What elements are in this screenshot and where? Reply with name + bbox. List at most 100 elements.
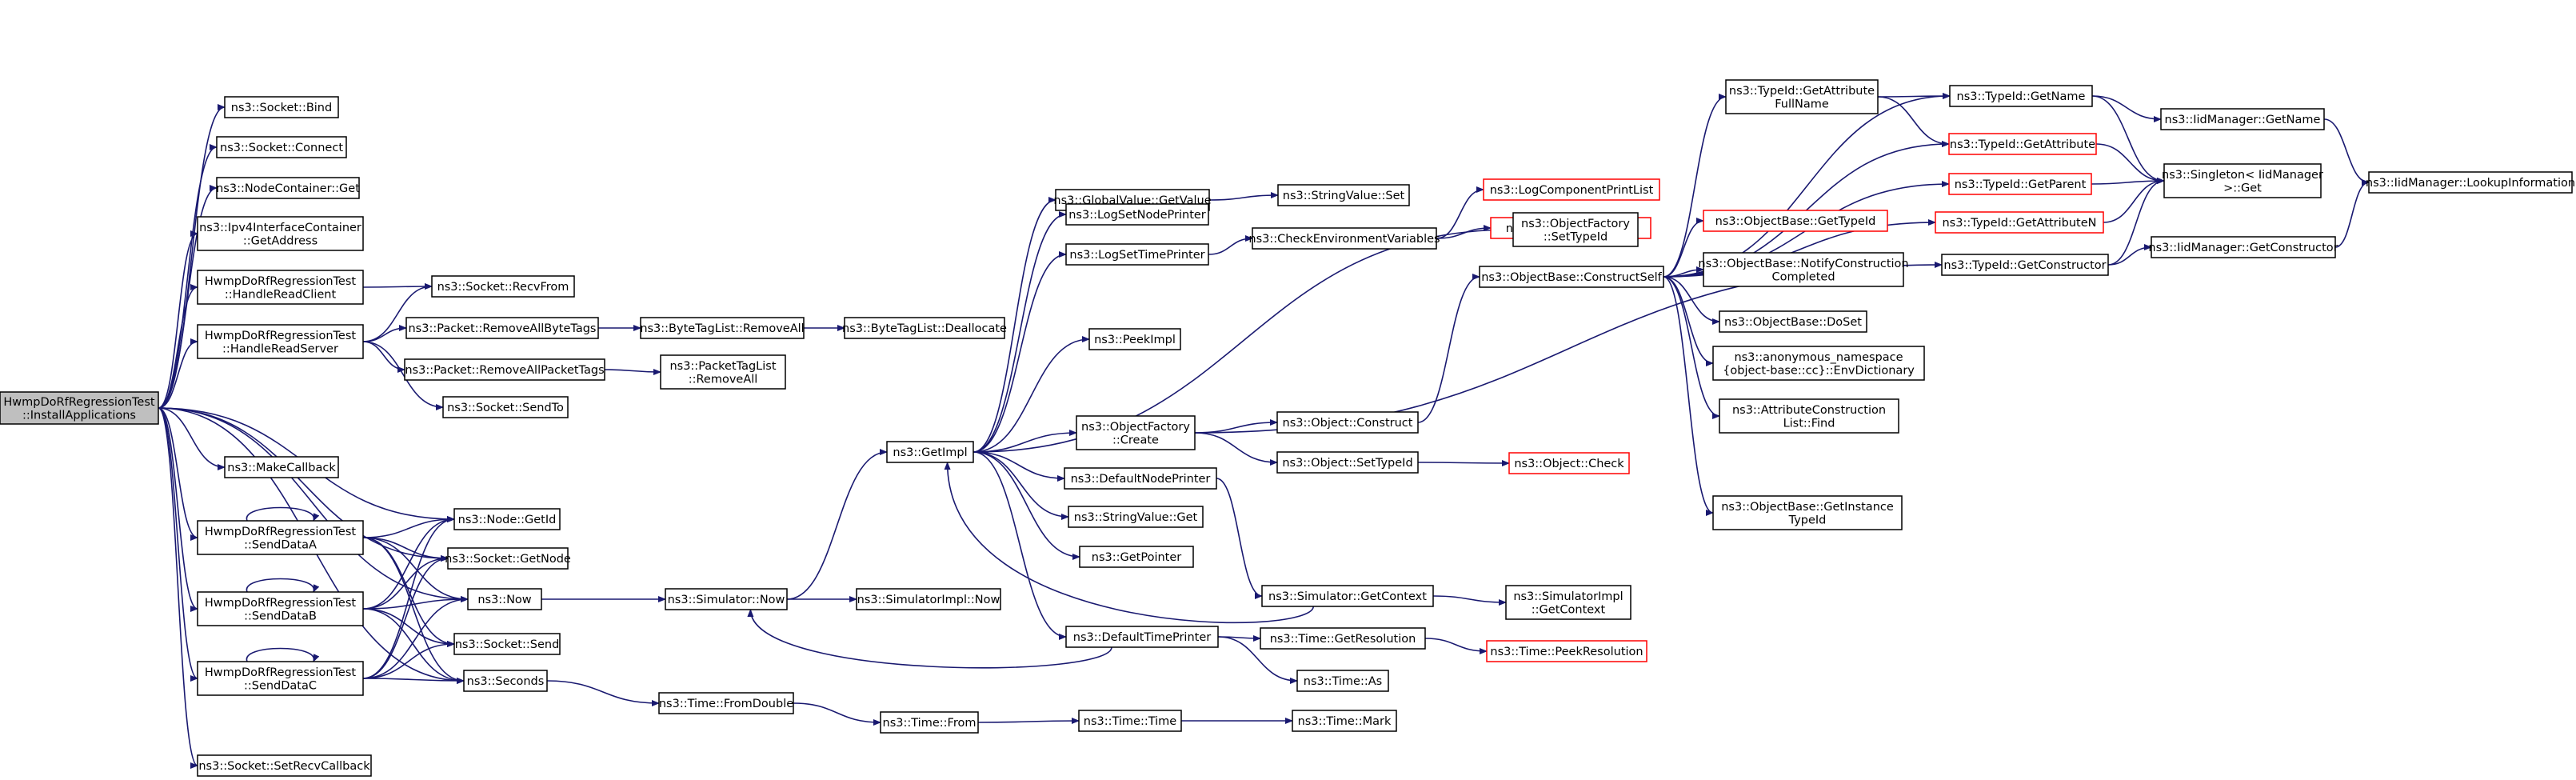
node-label: ns3::Time::GetResolution <box>1270 633 1416 646</box>
node-peekimpl[interactable]: ns3::PeekImpl <box>1088 328 1181 350</box>
node-handleserver[interactable]: HwmpDoRfRegressionTest::HandleReadServer <box>197 324 364 359</box>
node-ptl_removeall[interactable]: ns3::PacketTagList::RemoveAll <box>660 354 786 390</box>
node-root[interactable]: HwmpDoRfRegressionTest::InstallApplicati… <box>0 391 159 425</box>
node-btl_dealloc[interactable]: ns3::ByteTagList::Deallocate <box>842 317 1007 339</box>
node-iid_getname[interactable]: ns3::IidManager::GetName <box>2160 108 2325 130</box>
call-edge-senddataa-to-senddataa <box>246 506 320 522</box>
node-sv_get[interactable]: ns3::StringValue::Get <box>1068 506 1204 528</box>
node-label: ns3::ByteTagList::Deallocate <box>842 322 1007 335</box>
node-logsetnode[interactable]: ns3::LogSetNodePrinter <box>1065 203 1209 226</box>
node-box <box>1505 585 1631 620</box>
node-label: ns3::Singleton< IidManager <box>2162 169 2323 182</box>
node-of_settypeid[interactable]: ns3::ObjectFactory::SetTypeId <box>1512 212 1639 247</box>
node-time_as[interactable]: ns3::Time::As <box>1296 670 1389 692</box>
node-time_time[interactable]: ns3::Time::Time <box>1078 710 1182 732</box>
node-senddataa[interactable]: HwmpDoRfRegressionTest::SendDataA <box>197 520 364 555</box>
call-edge-getimpl-to-logsetnode <box>972 211 1067 453</box>
node-iid_lookup[interactable]: ns3::IidManager::LookupInformation <box>2366 171 2575 194</box>
node-checkenv[interactable]: ns3::CheckEnvironmentVariables <box>1248 227 1440 250</box>
node-bind[interactable]: ns3::Socket::Bind <box>224 96 339 118</box>
call-edge-senddatac-to-seconds <box>362 677 465 684</box>
node-label: ns3::SimulatorImpl <box>1513 590 1623 603</box>
node-getimpl[interactable]: ns3::GetImpl <box>886 441 974 463</box>
node-box <box>1068 506 1204 528</box>
node-of_create[interactable]: ns3::ObjectFactory::Create <box>1076 415 1196 450</box>
node-label: ns3::ObjectBase::GetTypeId <box>1715 215 1876 228</box>
node-ipv4_getaddress[interactable]: ns3::Ipv4InterfaceContainer::GetAddress <box>197 216 364 251</box>
node-tid_getparent[interactable]: ns3::TypeId::GetParent <box>1948 173 2092 195</box>
node-label: ns3::LogSetNodePrinter <box>1068 209 1206 222</box>
node-setrecv[interactable]: ns3::Socket::SetRecvCallback <box>197 754 372 777</box>
node-box <box>1065 626 1219 648</box>
node-getpointer[interactable]: ns3::GetPointer <box>1079 546 1194 568</box>
node-connect[interactable]: ns3::Socket::Connect <box>216 136 347 158</box>
node-tid_getname[interactable]: ns3::TypeId::GetName <box>1949 85 2093 107</box>
node-sim_getcontext[interactable]: ns3::Simulator::GetContext <box>1261 585 1434 607</box>
node-time_getres[interactable]: ns3::Time::GetResolution <box>1260 627 1426 650</box>
call-edge-root-to-bind <box>158 104 226 409</box>
node-iid_getconstructor[interactable]: ns3::IidManager::GetConstructor <box>2148 236 2338 258</box>
node-ob_constructself[interactable]: ns3::ObjectBase::ConstructSelf <box>1479 266 1664 288</box>
node-senddatab[interactable]: HwmpDoRfRegressionTest::SendDataB <box>197 591 364 626</box>
node-obj_check[interactable]: ns3::Object::Check <box>1508 452 1630 474</box>
node-tid_getattrn[interactable]: ns3::TypeId::GetAttributeN <box>1935 211 2104 234</box>
node-senddatac[interactable]: HwmpDoRfRegressionTest::SendDataC <box>197 661 364 696</box>
node-label: ns3::StringValue::Set <box>1283 190 1405 202</box>
node-nodecontainer_get[interactable]: ns3::NodeContainer::Get <box>216 177 360 199</box>
node-rmbytetags[interactable]: ns3::Packet::RemoveAllByteTags <box>405 317 599 339</box>
node-logcomplist[interactable]: ns3::LogComponentPrintList <box>1483 178 1660 201</box>
node-box <box>1088 328 1181 350</box>
node-label: ns3::Socket::Connect <box>220 142 343 154</box>
node-label: ns3::DefaultTimePrinter <box>1073 631 1211 644</box>
node-tid_getattr[interactable]: ns3::TypeId::GetAttribute <box>1948 133 2097 155</box>
node-obj_settypeid[interactable]: ns3::Object::SetTypeId <box>1276 451 1419 474</box>
node-time_mark[interactable]: ns3::Time::Mark <box>1292 710 1397 732</box>
node-label: ::GetAddress <box>243 234 318 247</box>
node-sendto[interactable]: ns3::Socket::SendTo <box>442 396 569 418</box>
node-rmpackettags[interactable]: ns3::Packet::RemoveAllPacketTags <box>404 358 605 381</box>
node-box <box>1296 670 1389 692</box>
node-simimpl_now[interactable]: ns3::SimulatorImpl::Now <box>856 588 1001 610</box>
node-ob_doset[interactable]: ns3::ObjectBase::DoSet <box>1719 310 1867 333</box>
node-now[interactable]: ns3::Now <box>467 588 542 610</box>
node-ob_gettypeid[interactable]: ns3::ObjectBase::GetTypeId <box>1703 210 1888 232</box>
node-tid_getconstructor[interactable]: ns3::TypeId::GetConstructor <box>1941 254 2109 276</box>
node-recvfrom[interactable]: ns3::Socket::RecvFrom <box>431 275 575 298</box>
call-edge-sim_now-to-getimpl <box>786 449 888 600</box>
node-obj_construct[interactable]: ns3::Object::Construct <box>1276 411 1419 434</box>
call-edge-root-to-makecallback <box>158 407 226 470</box>
node-send[interactable]: ns3::Socket::Send <box>453 633 561 655</box>
node-ob_notify[interactable]: ns3::ObjectBase::NotifyConstructionCompl… <box>1698 252 1909 287</box>
node-anon_envdict[interactable]: ns3::anonymous_namespace{object-base::cc… <box>1712 346 1925 381</box>
node-nodegetid[interactable]: ns3::Node::GetId <box>453 508 561 530</box>
node-seconds[interactable]: ns3::Seconds <box>463 670 548 692</box>
node-sv_set[interactable]: ns3::StringValue::Set <box>1277 184 1410 206</box>
call-edge-logsettime-to-checkenv <box>1208 235 1253 255</box>
call-edge-checkenv-to-logcomplist <box>1436 186 1484 239</box>
node-time_from[interactable]: ns3::Time::From <box>880 711 979 734</box>
node-label: HwmpDoRfRegressionTest <box>205 526 356 538</box>
node-simimpl_getcontext[interactable]: ns3::SimulatorImpl::GetContext <box>1505 585 1631 620</box>
call-edge-tid_getname-to-singleton_get <box>2091 95 2165 184</box>
node-getnode[interactable]: ns3::Socket::GetNode <box>445 547 571 570</box>
node-time_peekres[interactable]: ns3::Time::PeekResolution <box>1486 640 1647 662</box>
node-box <box>1948 173 2092 195</box>
node-handleclient[interactable]: HwmpDoRfRegressionTest::HandleReadClient <box>197 270 364 305</box>
node-logsettime[interactable]: ns3::LogSetTimePrinter <box>1065 243 1209 266</box>
node-makecallback[interactable]: ns3::MakeCallback <box>224 456 339 478</box>
node-deftimeprinter[interactable]: ns3::DefaultTimePrinter <box>1065 626 1219 648</box>
node-box <box>2163 163 2322 198</box>
node-defnodeprinter[interactable]: ns3::DefaultNodePrinter <box>1064 467 1217 490</box>
call-edge-root-to-handleserver <box>158 338 198 409</box>
node-box <box>404 358 605 381</box>
node-sim_now[interactable]: ns3::Simulator::Now <box>665 588 788 610</box>
call-edge-tid_getattrfull-to-tid_getattr <box>1877 96 1950 147</box>
node-fromdouble[interactable]: ns3::Time::FromDouble <box>658 692 794 714</box>
node-btl_removeall[interactable]: ns3::ByteTagList::RemoveAll <box>640 317 805 339</box>
node-label: HwmpDoRfRegressionTest <box>205 666 356 679</box>
node-singleton_get[interactable]: ns3::Singleton< IidManager >::Get <box>2162 163 2323 198</box>
node-box <box>880 711 979 734</box>
